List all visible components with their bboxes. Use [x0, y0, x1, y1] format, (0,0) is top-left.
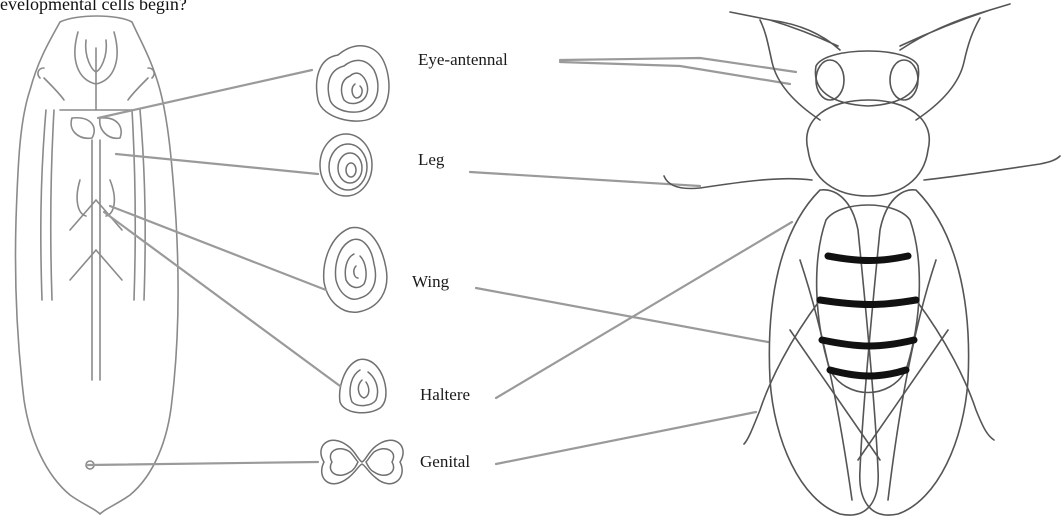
genital-disc [321, 440, 403, 483]
label-haltere: Haltere [420, 385, 470, 405]
leg-disc [320, 134, 372, 196]
haltere-disc [340, 359, 386, 413]
label-wing: Wing [412, 272, 449, 292]
eye-antennal-disc [317, 46, 389, 121]
label-genital: Genital [420, 452, 470, 472]
larva-outline [15, 16, 178, 514]
label-eye-antennal: Eye-antennal [418, 50, 508, 70]
wing-disc [324, 228, 387, 313]
label-leg: Leg [418, 150, 444, 170]
